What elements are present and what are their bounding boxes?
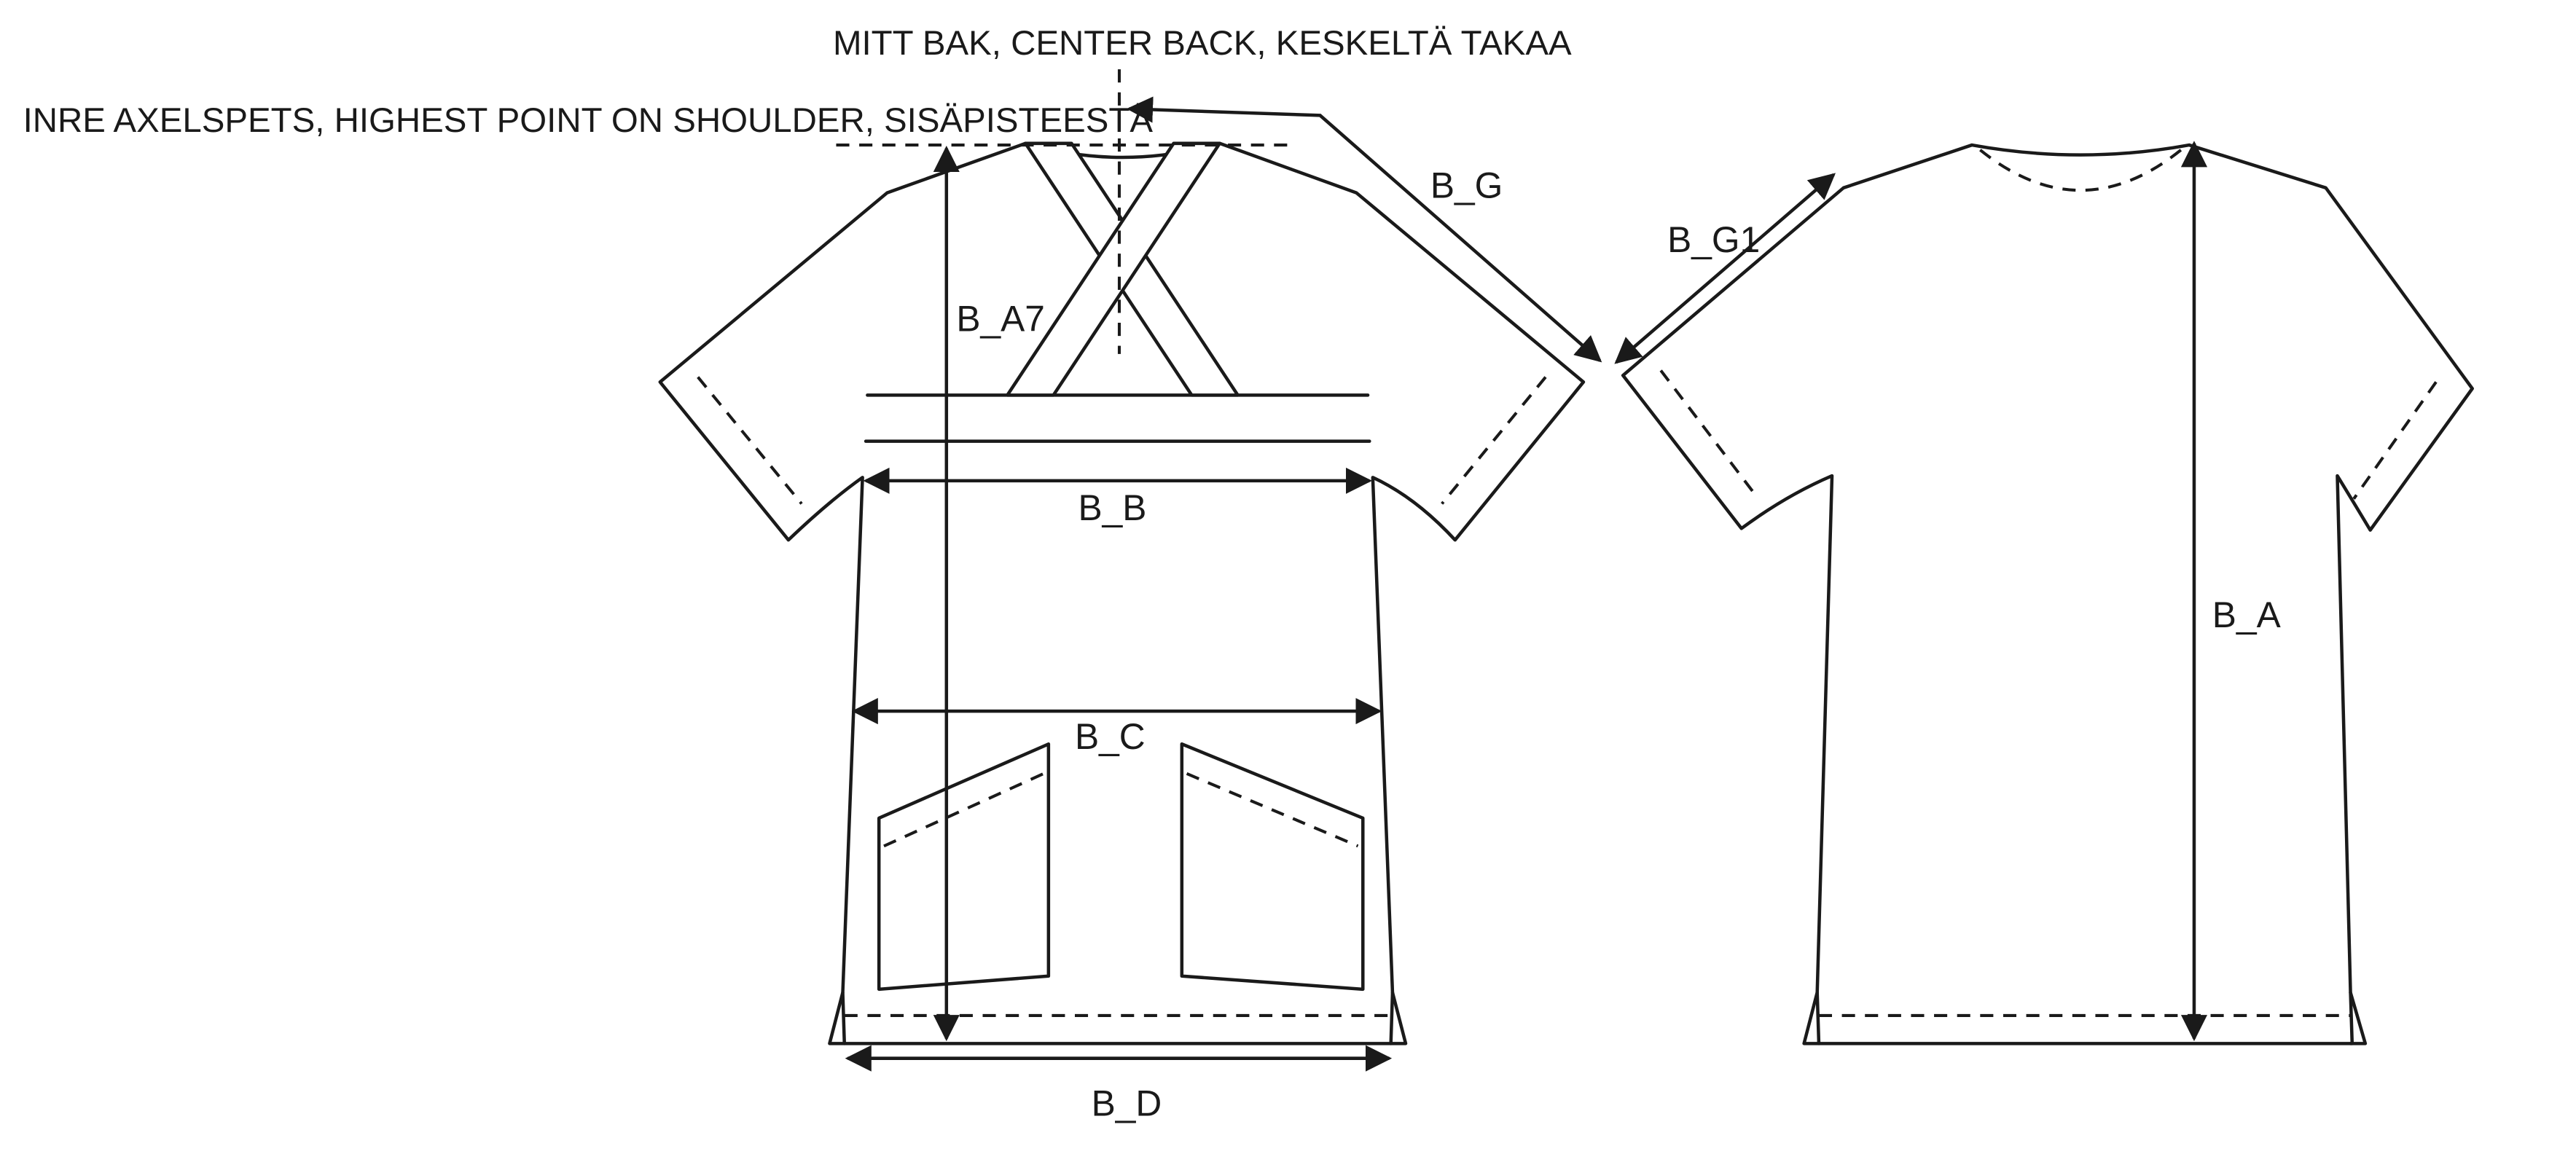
label-b-a: B_A: [2212, 594, 2282, 635]
label-b-g: B_G: [1430, 165, 1503, 205]
back-body-outline: [1621, 143, 2474, 1045]
back-sleeve-arrow-b-g1: [1614, 173, 1836, 364]
front-hem-vent-right: [1389, 991, 1408, 1045]
front-pocket-left-stitch: [883, 772, 1044, 848]
label-b-c: B_C: [1075, 716, 1146, 757]
back-hem-vent-right: [2349, 991, 2368, 1045]
label-b-a7: B_A7: [956, 298, 1045, 339]
back-sleeve-stitch-right: [2352, 381, 2438, 500]
front-view: [658, 141, 1586, 1045]
back-sleeve-stitch-left: [1659, 369, 1756, 495]
labels: MITT BAK, CENTER BACK, KESKELTÄ TAKAA IN…: [23, 24, 2282, 1124]
center-back-note-label: MITT BAK, CENTER BACK, KESKELTÄ TAKAA: [833, 24, 1572, 63]
front-sleeve-stitch-right: [1441, 376, 1547, 505]
measurement-arrows: [845, 96, 2208, 1072]
front-pocket-right: [1180, 742, 1365, 992]
front-hem-vent-left: [828, 991, 847, 1045]
back-neckline-stitch: [1979, 149, 2182, 192]
shoulder-point-note-label: INRE AXELSPETS, HIGHEST POINT ON SHOULDE…: [23, 101, 1154, 140]
sleeve-from-center-back-arrow-b-g: [1126, 96, 1602, 363]
label-b-g1: B_G1: [1667, 219, 1760, 260]
front-sleeve-stitch-left: [697, 376, 803, 505]
front-pocket-right-stitch: [1186, 772, 1359, 848]
front-pocket-left: [877, 742, 1051, 992]
label-b-d: B_D: [1092, 1083, 1162, 1124]
back-view: [1621, 143, 2474, 1045]
label-b-b: B_B: [1078, 487, 1147, 528]
back-hem-vent-left: [1802, 991, 1821, 1045]
